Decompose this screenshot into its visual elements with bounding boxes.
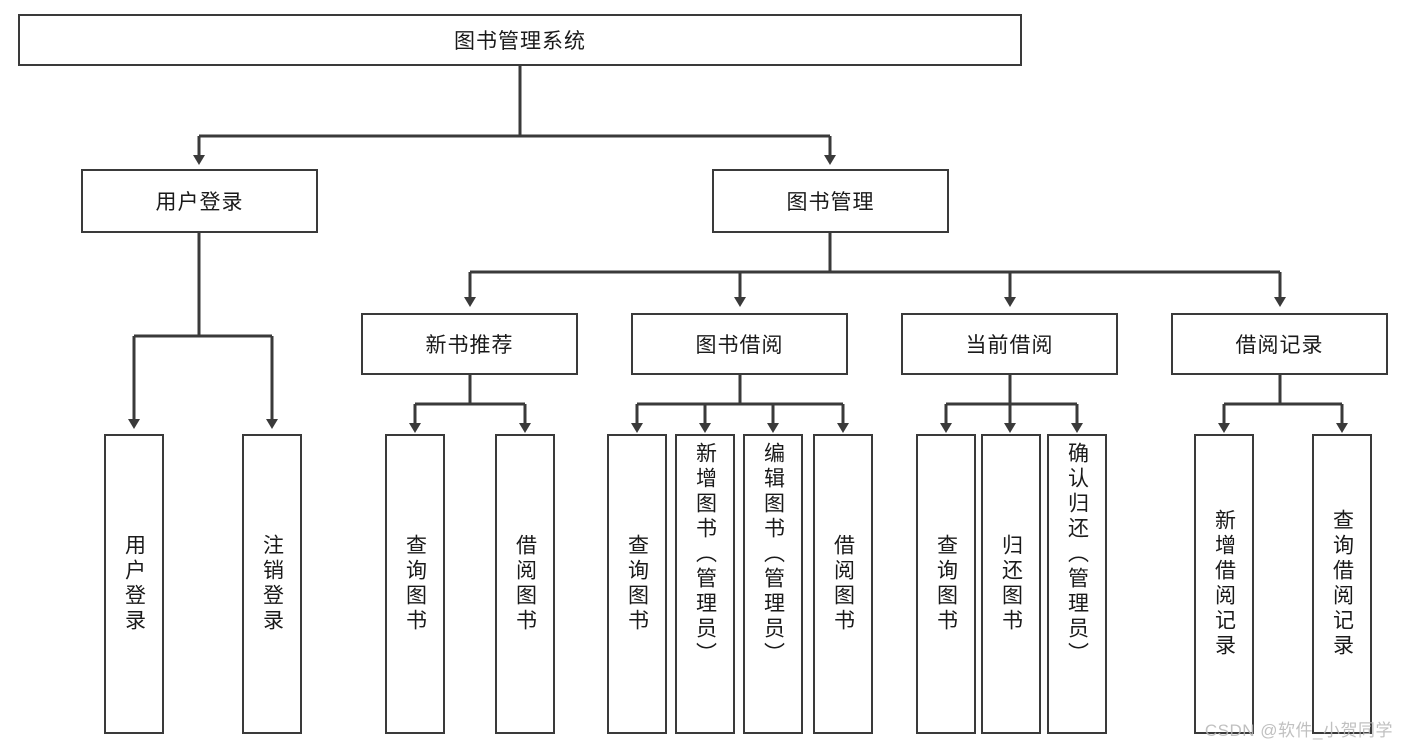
leaf-borrow-query-book[interactable]: 查询图书 bbox=[607, 434, 667, 734]
leaf-borrow-edit-book-admin[interactable]: 编辑图书（管理员） bbox=[743, 434, 803, 734]
node-book-borrow[interactable]: 图书借阅 bbox=[631, 313, 848, 375]
node-label: 查询借阅记录 bbox=[1330, 509, 1354, 659]
watermark: CSDN @软件_小贺同学 bbox=[1204, 721, 1393, 740]
node-label: 用户登录 bbox=[122, 534, 146, 634]
node-label: 图书管理系统 bbox=[454, 30, 586, 53]
leaf-record-query-record[interactable]: 查询借阅记录 bbox=[1312, 434, 1372, 734]
node-current-borrow[interactable]: 当前借阅 bbox=[901, 313, 1118, 375]
node-label: 用户登录 bbox=[155, 191, 244, 214]
node-borrow-record[interactable]: 借阅记录 bbox=[1171, 313, 1388, 375]
leaf-user-login-login[interactable]: 用户登录 bbox=[104, 434, 164, 734]
node-user-login[interactable]: 用户登录 bbox=[81, 169, 318, 233]
node-label: 当前借阅 bbox=[965, 334, 1054, 357]
node-label: 新增图书（管理员） bbox=[693, 442, 717, 667]
node-label: 归还图书 bbox=[999, 534, 1023, 634]
leaf-borrow-add-book-admin[interactable]: 新增图书（管理员） bbox=[675, 434, 735, 734]
leaf-record-add-record[interactable]: 新增借阅记录 bbox=[1194, 434, 1254, 734]
leaf-recommend-query-book[interactable]: 查询图书 bbox=[385, 434, 445, 734]
node-root-system[interactable]: 图书管理系统 bbox=[18, 14, 1022, 66]
node-label: 确认归还（管理员） bbox=[1065, 442, 1089, 667]
node-label: 注销登录 bbox=[260, 534, 284, 634]
leaf-current-confirm-return-admin[interactable]: 确认归还（管理员） bbox=[1047, 434, 1107, 734]
leaf-recommend-borrow-book[interactable]: 借阅图书 bbox=[495, 434, 555, 734]
node-label: 新增借阅记录 bbox=[1212, 509, 1236, 659]
leaf-current-return-book[interactable]: 归还图书 bbox=[981, 434, 1041, 734]
node-book-management[interactable]: 图书管理 bbox=[712, 169, 949, 233]
node-label: 借阅图书 bbox=[831, 534, 855, 634]
node-label: 借阅记录 bbox=[1235, 334, 1324, 357]
node-label: 图书借阅 bbox=[695, 334, 784, 357]
node-label: 查询图书 bbox=[403, 534, 427, 634]
node-label: 查询图书 bbox=[934, 534, 958, 634]
node-label: 查询图书 bbox=[625, 534, 649, 634]
node-label: 图书管理 bbox=[786, 191, 875, 214]
leaf-user-login-logout[interactable]: 注销登录 bbox=[242, 434, 302, 734]
leaf-current-query-book[interactable]: 查询图书 bbox=[916, 434, 976, 734]
node-new-book-recommend[interactable]: 新书推荐 bbox=[361, 313, 578, 375]
leaf-borrow-borrow-book[interactable]: 借阅图书 bbox=[813, 434, 873, 734]
node-label: 新书推荐 bbox=[425, 334, 514, 357]
node-label: 借阅图书 bbox=[513, 534, 537, 634]
node-label: 编辑图书（管理员） bbox=[761, 442, 785, 667]
